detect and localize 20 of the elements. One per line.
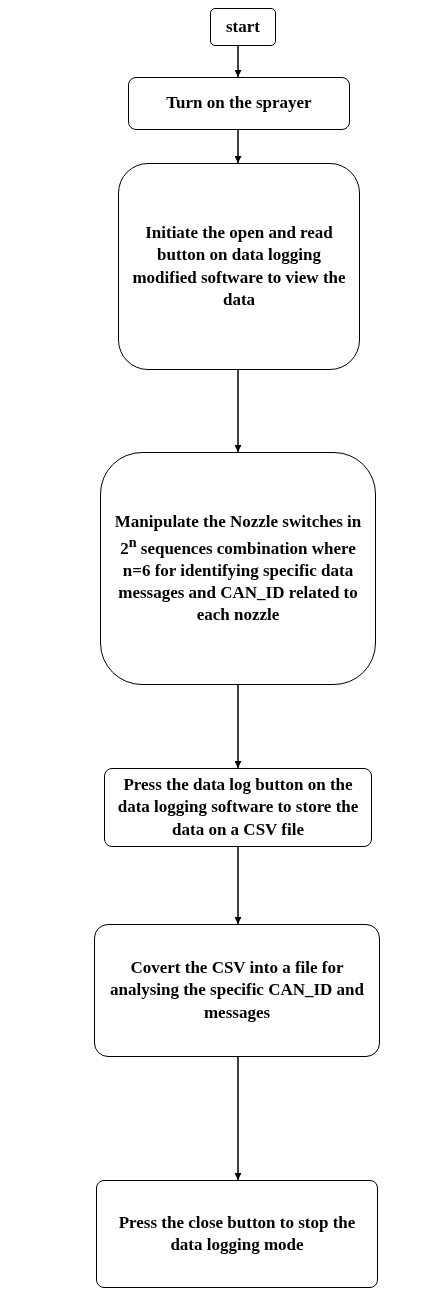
step-text: Turn on the sprayer xyxy=(166,92,312,115)
arrow xyxy=(234,369,242,453)
step-text: Initiate the open and read button on data logging modified software to view the data xyxy=(131,222,347,311)
arrow xyxy=(234,129,242,164)
process-box xyxy=(118,163,360,370)
process-box xyxy=(210,8,276,46)
process-box xyxy=(96,1180,378,1288)
process-box xyxy=(100,452,376,685)
step-text: start xyxy=(226,15,260,38)
arrow xyxy=(234,684,242,769)
arrow xyxy=(234,846,242,925)
step-text: Covert the CSV into a file for analysing the specific CAN_ID and messages xyxy=(108,957,366,1024)
arrow xyxy=(234,1056,242,1181)
arrow xyxy=(234,45,242,78)
step-text: Manipulate the Nozzle switches in 2$^{n}$ sequences combination where n=6 for identifying specific data messages and CAN_ID related to each nozzle xyxy=(113,510,363,626)
process-box xyxy=(104,768,372,847)
process-box xyxy=(128,77,350,130)
process-box xyxy=(94,924,380,1057)
step-text: Press the data log button on the data logging software to store the data on a CSV file xyxy=(116,774,360,841)
step-text: Press the close button to stop the data logging mode xyxy=(117,1211,357,1256)
